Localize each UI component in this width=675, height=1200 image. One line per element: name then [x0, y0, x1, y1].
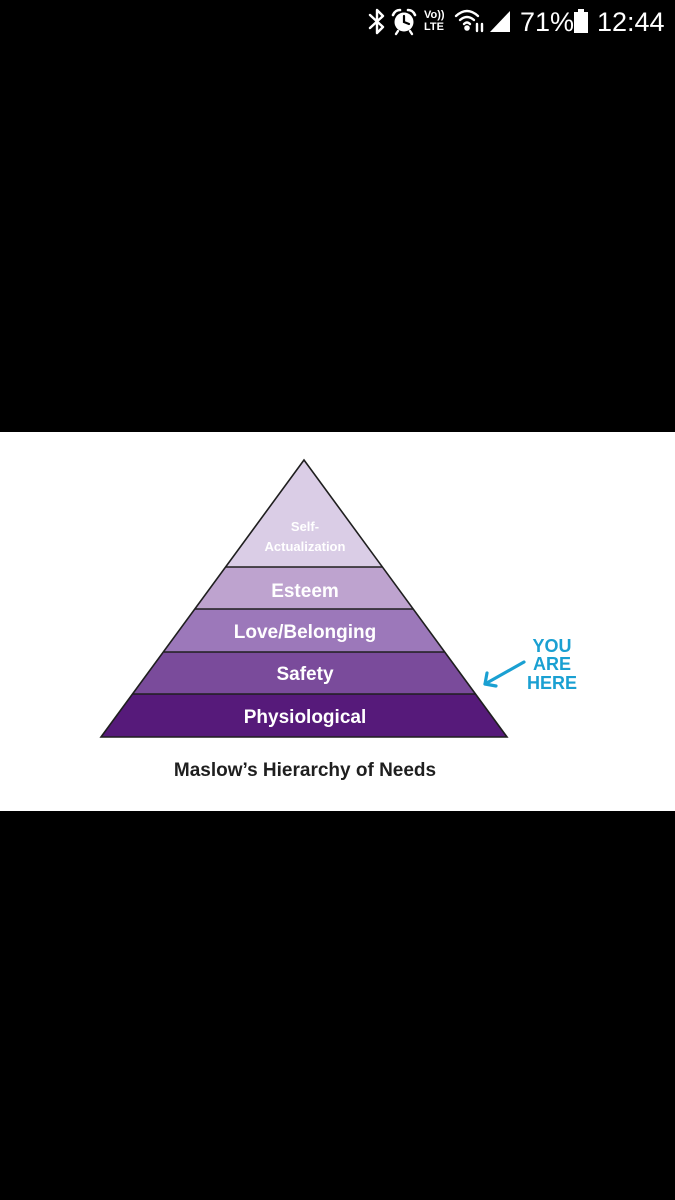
arrow-icon	[483, 660, 526, 688]
label-self-line1: Self-	[291, 519, 319, 534]
label-safety: Safety	[276, 664, 333, 685]
alarm-icon	[391, 8, 417, 36]
status-bar: Vo)) LTE 71% 12:44	[0, 0, 675, 44]
volte-icon-top: Vo))	[424, 9, 445, 21]
image-panel[interactable]: Self- Actualization Esteem Love/Belongin…	[0, 432, 675, 811]
volte-icon-bottom: LTE	[424, 21, 444, 33]
label-self-line2: Actualization	[265, 539, 346, 554]
battery-percentage: 71%	[520, 7, 575, 37]
pyramid-outline	[99, 458, 509, 738]
status-clock: 12:44	[597, 7, 665, 37]
label-love-belonging: Love/Belonging	[234, 622, 377, 643]
status-icons	[368, 8, 588, 36]
wifi-icon	[454, 9, 484, 33]
annotation-here: HERE	[527, 673, 577, 693]
label-physiological: Physiological	[244, 707, 366, 728]
pyramid-level-esteem	[194, 567, 414, 609]
pyramid-level-safety	[132, 652, 476, 694]
annotation-you: YOU	[532, 636, 571, 656]
annotation-are: ARE	[533, 654, 571, 674]
diagram-caption: Maslow’s Hierarchy of Needs	[174, 760, 436, 781]
label-esteem: Esteem	[271, 581, 339, 602]
battery-icon	[574, 9, 588, 33]
signal-icon	[490, 11, 510, 32]
pyramid-level-love-belonging	[163, 609, 445, 652]
maslow-pyramid-diagram: Self- Actualization Esteem Love/Belongin…	[99, 458, 577, 781]
bluetooth-icon	[368, 8, 385, 35]
pyramid-level-physiological	[101, 694, 507, 737]
pyramid-level-self-actualization	[225, 460, 383, 567]
